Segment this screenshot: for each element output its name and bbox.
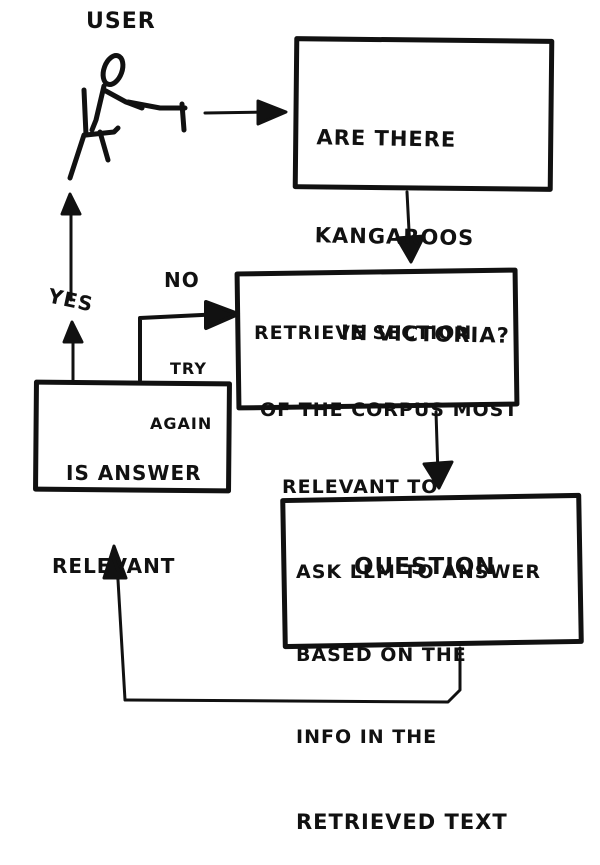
relevant-line: RELEVANT (52, 554, 176, 578)
retrieve-line: QUESTION (354, 554, 496, 581)
ask-line: BASED ON THE (296, 643, 467, 666)
ask-llm-text: ASK LLM TO ANSWER BASED ON THE INFO IN T… (296, 504, 541, 865)
ask-llm-box (280, 492, 584, 650)
try-again-line: TRY (170, 358, 207, 378)
retrieve-text: RETRIEVE SECTION OF THE CORPUS MOST RELE… (254, 270, 518, 609)
try-again-line: AGAIN (150, 413, 213, 433)
stick-figure-icon (67, 53, 188, 181)
try-again-label: TRY AGAIN (150, 323, 212, 452)
retrieve-box (234, 267, 520, 411)
user-label: USER (86, 9, 156, 34)
arrow-icon (60, 192, 84, 382)
retrieve-line: OF THE CORPUS MOST (260, 399, 519, 422)
relevant-text: IS ANSWER RELEVANT (52, 396, 202, 613)
question-line: KANGAROOS (314, 223, 475, 250)
ask-line: ASK LLM TO ANSWER (296, 561, 542, 584)
relevant-line: IS ANSWER (66, 461, 202, 485)
arrow-icon (102, 544, 462, 704)
no-label: NO (164, 268, 200, 292)
arrow-icon (395, 190, 426, 264)
ask-line: INFO IN THE (296, 726, 438, 749)
question-line: ARE THERE (316, 125, 457, 152)
flowchart-canvas (33, 36, 584, 704)
relevant-box (33, 379, 232, 494)
retrieve-line: RELEVANT TO (282, 476, 439, 499)
retrieve-line: RETRIEVE SECTION (254, 322, 473, 345)
arrow-icon (138, 300, 240, 382)
ask-line: RETRIEVED TEXT (296, 810, 508, 835)
question-box (292, 36, 555, 192)
arrow-icon (422, 410, 454, 490)
arrow-icon (203, 99, 288, 126)
